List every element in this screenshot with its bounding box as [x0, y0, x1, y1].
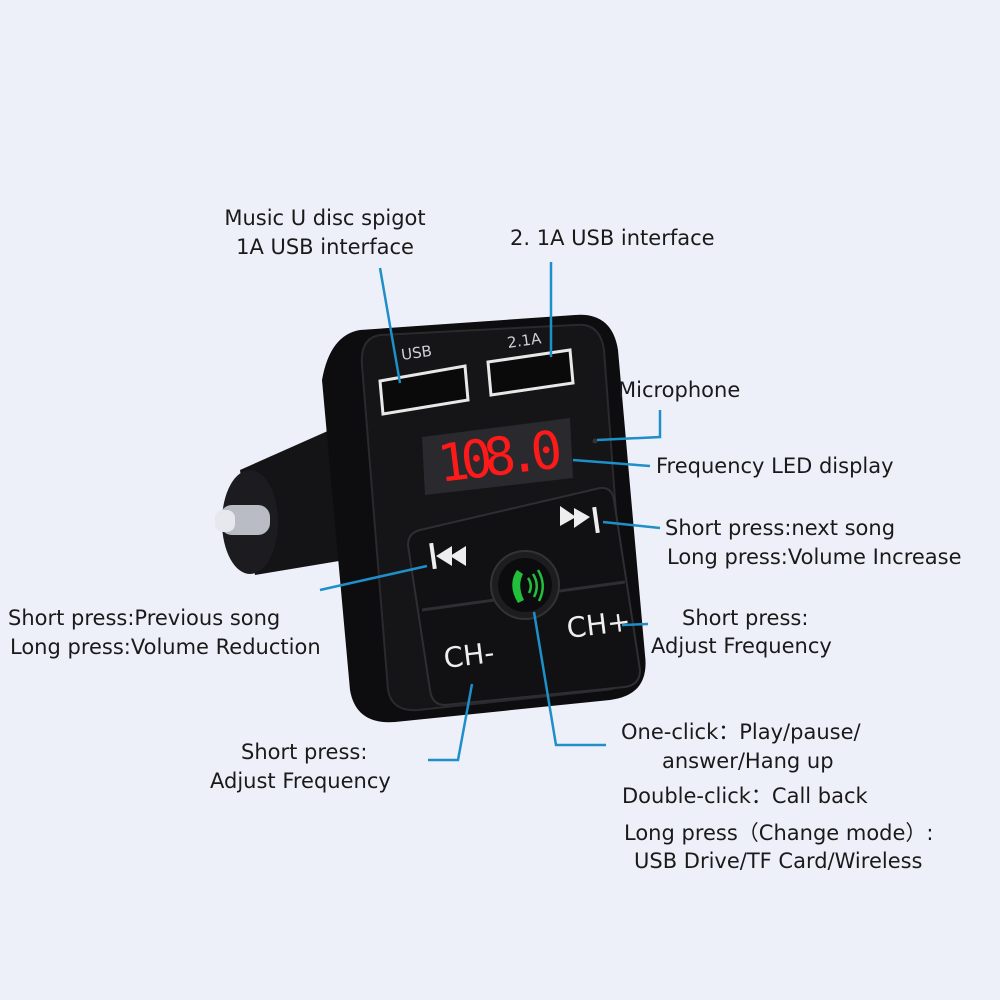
prev-label-2: Long press:Volume Reduction [10, 635, 321, 659]
usb-port-label: 2.1A [506, 329, 543, 352]
usb1-label: Music U disc spigot 1A USB interface [205, 205, 445, 260]
usb1-label-line: Music U disc spigot [224, 206, 426, 230]
chminus-label-2: Adjust Frequency [210, 769, 391, 793]
led-label: Frequency LED display [656, 454, 894, 478]
previous-icon [436, 546, 466, 566]
next-label-2: Long press:Volume Increase [667, 545, 962, 569]
microphone-label: Microphone [618, 378, 741, 402]
prev-label-1: Short press:Previous song [8, 606, 281, 630]
usb1-label-line: 1A USB interface [236, 235, 414, 259]
call-label-4: Long press（Change mode）: [624, 821, 934, 845]
usb-port-1a: USB [378, 342, 470, 416]
chplus-label-2: Adjust Frequency [651, 634, 832, 658]
leader-lines [319, 262, 662, 762]
ch-minus-button[interactable]: CH- [442, 636, 496, 675]
usb-port-2a: 2.1A [486, 329, 575, 397]
chplus-label-1: Short press: [682, 606, 809, 630]
call-label-2: answer/Hang up [662, 749, 834, 773]
phone-icon [512, 570, 524, 603]
microphone-hole [592, 438, 598, 444]
previous-song-button[interactable] [429, 542, 466, 570]
call-label-5: USB Drive/TF Card/Wireless [634, 849, 923, 873]
car-plug [215, 430, 345, 575]
ch-plus-button[interactable]: CH+ [565, 604, 633, 645]
usb2-label: 2. 1A USB interface [510, 226, 715, 250]
usb-port-label: USB [400, 342, 433, 364]
call-label-3: Double-click：Call back [622, 784, 868, 808]
next-icon [560, 506, 590, 528]
call-label-1: One-click：Play/pause/ [621, 720, 861, 744]
next-song-button[interactable] [560, 506, 600, 534]
call-button[interactable] [490, 550, 560, 620]
chminus-label-1: Short press: [241, 740, 368, 764]
next-label-1: Short press:next song [665, 516, 896, 540]
